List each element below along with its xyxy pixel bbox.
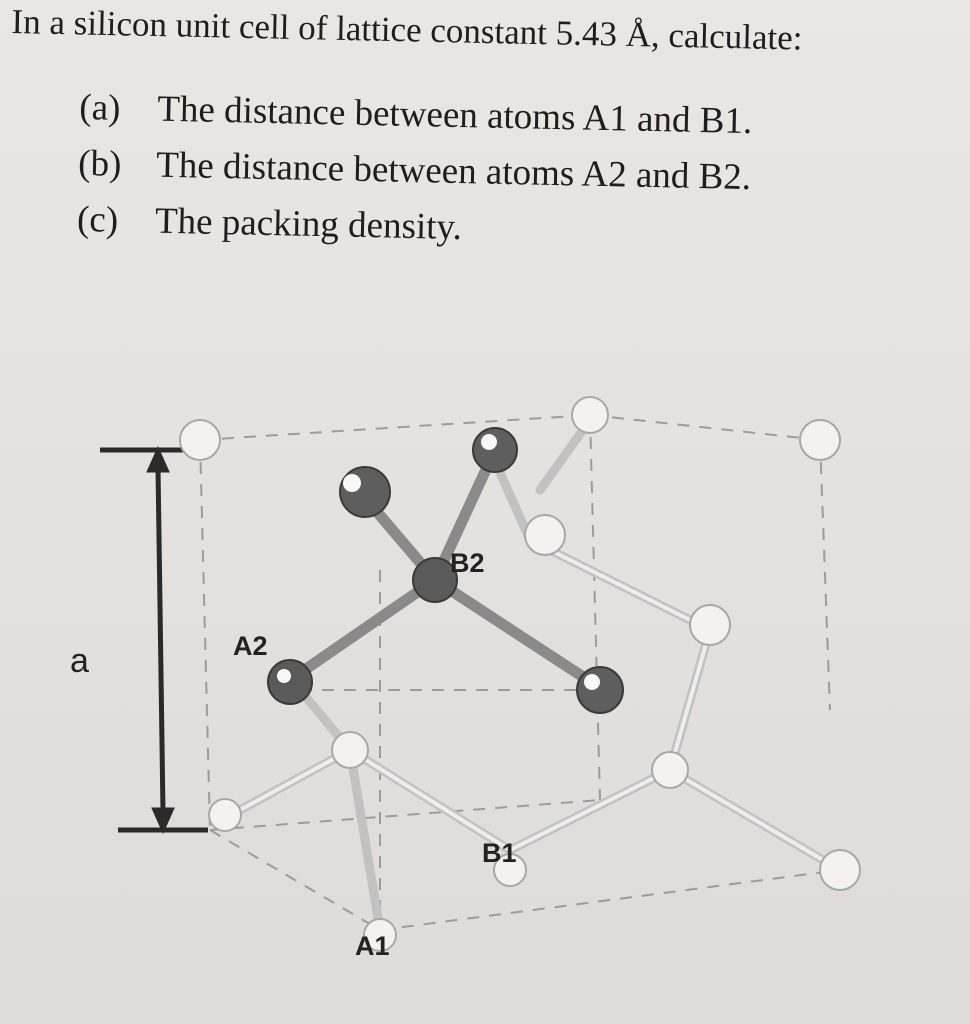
question-label: (b) [77,142,122,185]
a2-atom [267,659,313,705]
problem-title: In a silicon unit cell of lattice consta… [11,1,803,58]
question-text: The packing density. [154,200,463,249]
unit-cell-diagram: a [70,396,861,961]
bonds-light-core [238,538,842,872]
dimension-arrow-up [146,445,170,473]
question-text: The distance between atoms A1 and B1. [156,88,753,143]
corner-atom [819,849,861,891]
question-text: The distance between atoms A2 and B2. [155,144,752,199]
b2-atom [412,557,458,603]
dark-atom [472,427,518,473]
a1-atom [363,918,397,952]
face-atom [689,604,731,646]
dark-atoms [267,427,624,714]
atom-label-b1: B1 [482,838,517,868]
dimension-marker [100,445,208,835]
b1-atom [493,853,527,887]
cube-edges [199,414,841,931]
interior-atom [331,731,369,769]
dark-atom [339,466,391,518]
bonds-light [235,415,845,935]
question-label: (a) [78,86,121,129]
dimension-line [155,467,166,813]
atom-label-b2: B2 [450,548,485,578]
atom-labels: B2 A2 B1 A1 [233,548,517,961]
question-list: (a) The distance between atoms A1 and B1.… [76,80,753,262]
corner-atom [571,396,609,434]
corner-atom [208,798,242,832]
atom-label-a1: A1 [355,931,390,961]
dimension-label: a [70,642,89,680]
corner-atom [799,419,841,461]
atom-label-a2: A2 [233,631,268,661]
dark-atom [576,666,624,714]
corner-atom [179,419,221,461]
interior-atom [651,751,689,789]
face-atom [524,514,566,556]
dimension-arrow-down [151,807,175,835]
light-atoms [179,396,861,952]
question-label: (c) [76,198,119,241]
